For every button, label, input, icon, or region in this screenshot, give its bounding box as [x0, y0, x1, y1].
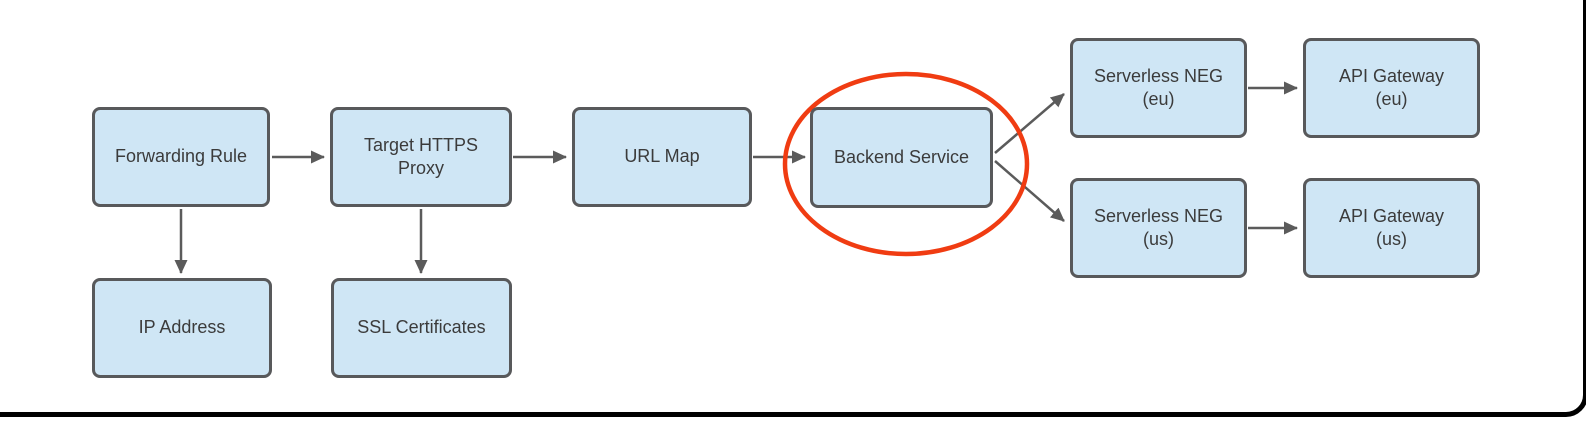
node-label-2: (eu) [1142, 89, 1175, 109]
node-label: API Gateway [1338, 205, 1445, 226]
node-label: Serverless NEG [1093, 65, 1224, 86]
node-label: Forwarding Rule [114, 146, 248, 167]
node-api-gateway-us: API Gateway (us) [1303, 178, 1480, 278]
node-url-map: URL Map [572, 107, 752, 207]
node-label-2: (eu) [1375, 89, 1408, 109]
node-label-2: Proxy [397, 158, 444, 178]
node-target-https-proxy: Target HTTPS Proxy [330, 107, 512, 207]
node-label: IP Address [138, 317, 226, 338]
node-label: URL Map [624, 146, 700, 167]
node-label: Serverless NEG [1093, 205, 1224, 226]
node-ip-address: IP Address [92, 278, 272, 378]
node-label: Backend Service [833, 146, 970, 167]
node-forwarding-rule: Forwarding Rule [92, 107, 270, 207]
node-label: API Gateway [1338, 65, 1445, 86]
node-label-2: (us) [1143, 229, 1174, 249]
node-ssl-certificates: SSL Certificates [331, 278, 512, 378]
node-label: SSL Certificates [357, 317, 486, 338]
node-label: Target HTTPS [363, 134, 479, 155]
node-api-gateway-eu: API Gateway (eu) [1303, 38, 1480, 138]
node-serverless-neg-us: Serverless NEG (us) [1070, 178, 1247, 278]
node-label-2: (us) [1376, 229, 1407, 249]
node-serverless-neg-eu: Serverless NEG (eu) [1070, 38, 1247, 138]
node-backend-service: Backend Service [810, 107, 993, 208]
